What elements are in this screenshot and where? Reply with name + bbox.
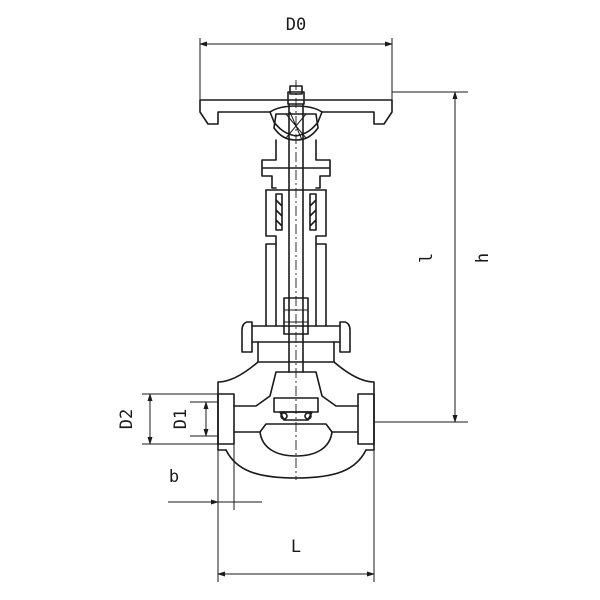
dimension-d2-d1: [142, 393, 218, 445]
handwheel: [199, 85, 393, 141]
dimension-b: [168, 444, 262, 582]
valve-body: [217, 361, 375, 479]
label-d2: D2: [117, 409, 137, 429]
yoke: [261, 139, 331, 335]
label-length: L: [291, 537, 301, 557]
label-d1: D1: [171, 409, 191, 429]
dimension-length: [217, 450, 375, 582]
stem: [288, 103, 304, 373]
bonnet-flange: [241, 321, 351, 363]
dimension-d0: [199, 38, 393, 100]
label-b: b: [169, 467, 179, 487]
label-d0: D0: [286, 15, 306, 35]
label-h: h: [473, 253, 493, 263]
dimension-h-l: [374, 91, 468, 423]
label-l: l: [417, 253, 437, 263]
